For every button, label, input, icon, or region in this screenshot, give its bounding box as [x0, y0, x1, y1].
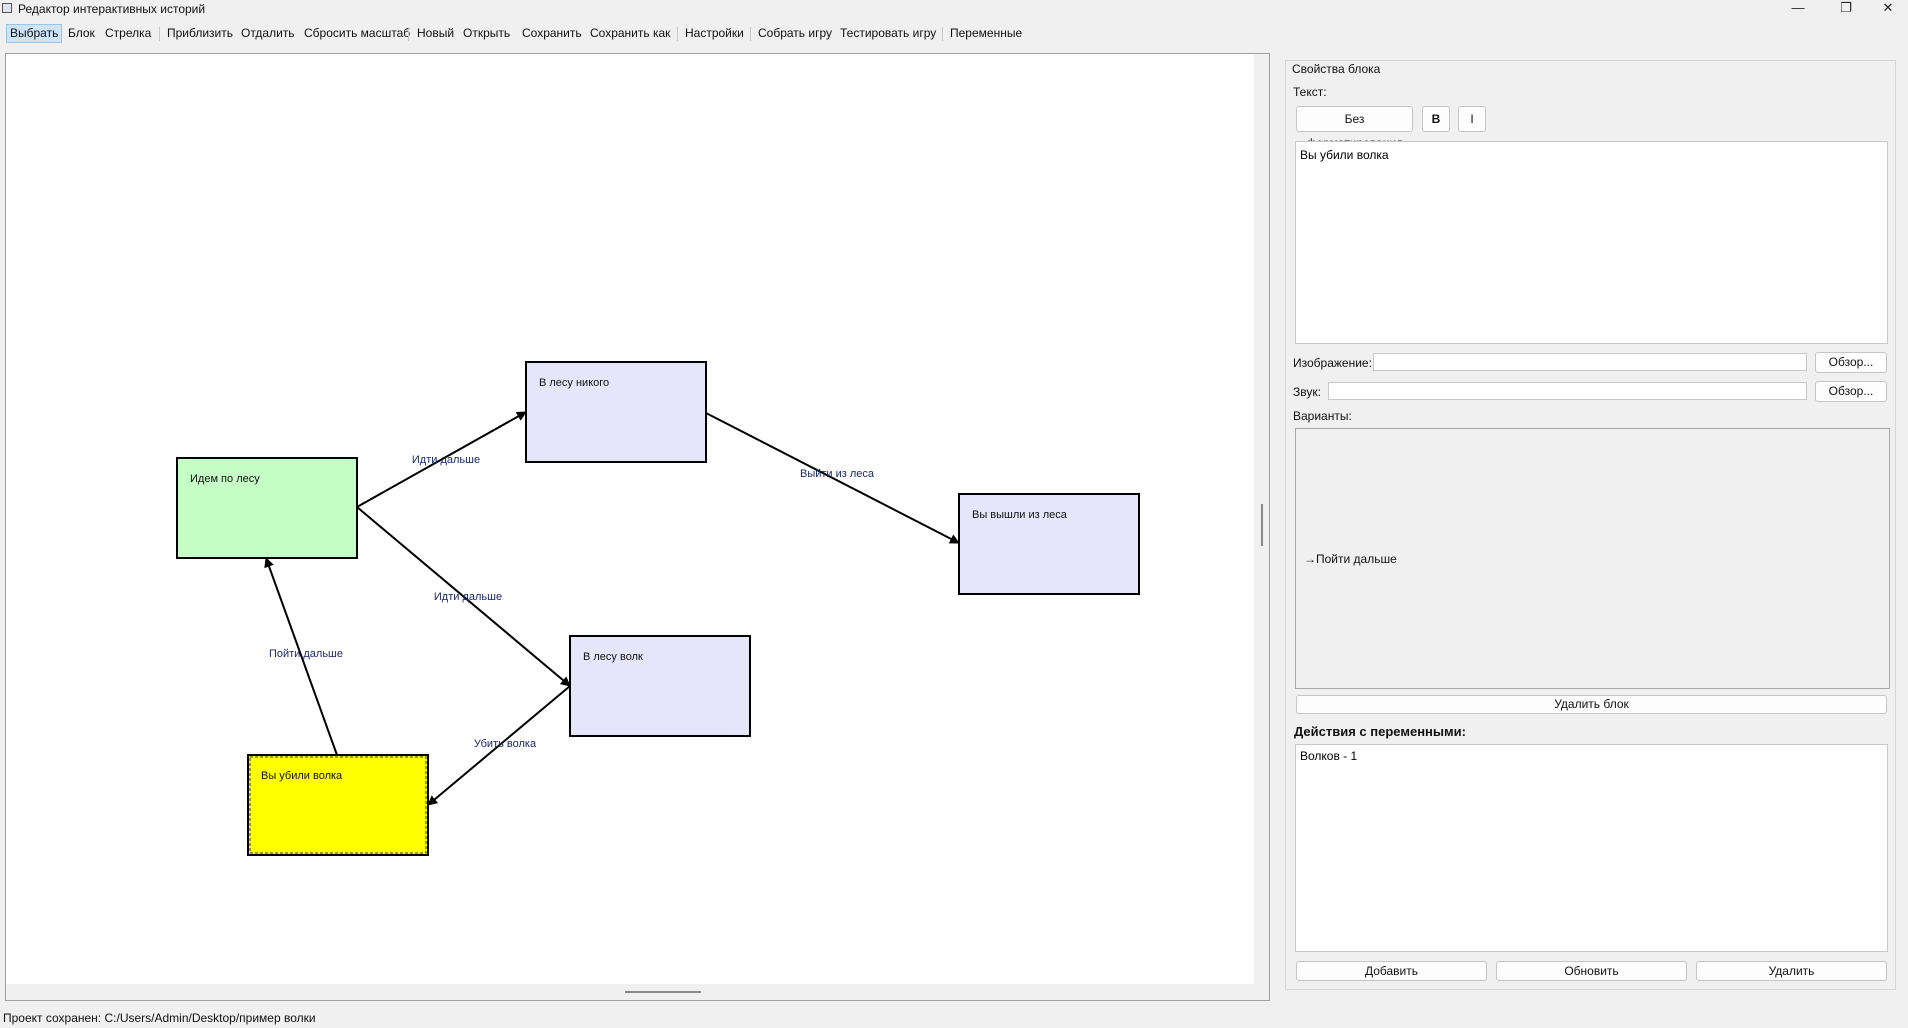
zoom-in-button[interactable]: Приблизить: [167, 26, 233, 40]
edge-arrow[interactable]: [427, 685, 571, 806]
variables-button[interactable]: Переменные: [950, 26, 1023, 40]
story-block[interactable]: Идем по лесу: [176, 457, 358, 559]
edge-label: Идти дальше: [434, 591, 502, 603]
image-path-input[interactable]: [1373, 353, 1807, 371]
text-label: Текст:: [1293, 85, 1327, 99]
story-block-box[interactable]: [525, 361, 707, 463]
variants-list[interactable]: →Пойти дальше: [1295, 428, 1890, 689]
tool-select-button[interactable]: Выбрать: [6, 24, 63, 43]
edge-label: Убить волка: [474, 738, 537, 750]
plain-format-button[interactable]: Без форматирования: [1296, 106, 1413, 150]
story-block[interactable]: Вы вышли из леса: [958, 493, 1140, 595]
new-project-button[interactable]: Новый: [417, 26, 455, 40]
variable-action-item[interactable]: Волков - 1: [1300, 749, 1358, 763]
edge-arrow[interactable]: [356, 411, 527, 508]
edge-label: Пойти дальше: [269, 648, 343, 660]
edge-label: Идти дальше: [412, 454, 480, 466]
browse-image-button[interactable]: Обзор...: [1815, 352, 1887, 373]
status-bar-text: Проект сохранен: C:/Users/Admin/Desktop/…: [3, 1011, 316, 1025]
block-text-editor[interactable]: Вы убили волка: [1295, 141, 1888, 344]
variant-item[interactable]: →Пойти дальше: [1304, 552, 1397, 566]
toolbar-separator: [677, 27, 678, 41]
close-button[interactable]: ✕: [1882, 0, 1894, 15]
edge-arrow[interactable]: [705, 412, 960, 544]
image-label: Изображение:: [1293, 356, 1372, 370]
settings-button[interactable]: Настройки: [685, 26, 744, 40]
zoom-out-button[interactable]: Отдалить: [241, 26, 295, 40]
edge-label: Выйти из леса: [800, 468, 875, 480]
toolbar: Выбрать Блок Стрелка Приблизить Отдалить…: [0, 22, 1908, 44]
toolbar-separator: [408, 27, 409, 41]
save-button[interactable]: Сохранить: [522, 26, 582, 40]
toolbar-separator: [942, 27, 943, 41]
edge-arrow[interactable]: [264, 557, 338, 756]
block-properties-title: Свойства блока: [1292, 62, 1381, 76]
test-game-button[interactable]: Тестировать игру: [840, 26, 937, 40]
story-block[interactable]: В лесу никого: [525, 361, 707, 463]
italic-button[interactable]: I: [1458, 106, 1486, 132]
delete-action-button[interactable]: Удалить: [1696, 961, 1887, 981]
selection-outline: [249, 756, 427, 854]
minimize-button[interactable]: —: [1791, 0, 1805, 15]
story-block-text: Вы убили волка: [261, 770, 343, 782]
delete-block-button[interactable]: Удалить блок: [1296, 695, 1887, 714]
story-block-box[interactable]: [176, 457, 358, 559]
add-action-button[interactable]: Добавить: [1296, 961, 1487, 981]
sound-label: Звук:: [1293, 385, 1321, 399]
splitter-handle[interactable]: [1261, 504, 1263, 546]
save-as-button[interactable]: Сохранить как: [590, 26, 671, 40]
toolbar-separator: [159, 27, 160, 41]
variable-actions-title: Действия с переменными:: [1294, 724, 1466, 739]
canvas-scroll-handle[interactable]: [625, 991, 701, 993]
block-properties-panel: [1285, 60, 1896, 990]
title-bar: Редактор интерактивных историй — ❐ ✕: [0, 0, 1908, 18]
sound-path-input[interactable]: [1328, 382, 1807, 400]
tool-arrow-button[interactable]: Стрелка: [105, 26, 152, 40]
story-block-box[interactable]: [958, 493, 1140, 595]
story-block[interactable]: В лесу волк: [569, 635, 751, 737]
reset-zoom-button[interactable]: Сбросить масштаб: [304, 26, 411, 40]
story-block-box[interactable]: [247, 754, 429, 856]
build-game-button[interactable]: Собрать игру: [758, 26, 832, 40]
update-action-button[interactable]: Обновить: [1496, 961, 1687, 981]
browse-sound-button[interactable]: Обзор...: [1815, 381, 1887, 402]
restore-button[interactable]: ❐: [1840, 0, 1852, 15]
story-block[interactable]: Вы убили волка: [247, 754, 429, 856]
app-icon: [2, 3, 12, 13]
tool-block-button[interactable]: Блок: [68, 26, 95, 40]
window-title: Редактор интерактивных историй: [18, 2, 206, 16]
toolbar-separator: [750, 27, 751, 41]
open-project-button[interactable]: Открыть: [463, 26, 511, 40]
story-block-box[interactable]: [569, 635, 751, 737]
variants-label: Варианты:: [1293, 409, 1352, 423]
story-block-text: В лесу волк: [583, 651, 643, 663]
variable-actions-list[interactable]: Волков - 1: [1295, 744, 1888, 952]
story-block-text: Идем по лесу: [190, 473, 260, 485]
bold-button[interactable]: B: [1422, 106, 1450, 132]
story-block-text: В лесу никого: [539, 377, 609, 389]
story-block-text: Вы вышли из леса: [972, 509, 1068, 521]
edge-arrow[interactable]: [356, 506, 571, 687]
